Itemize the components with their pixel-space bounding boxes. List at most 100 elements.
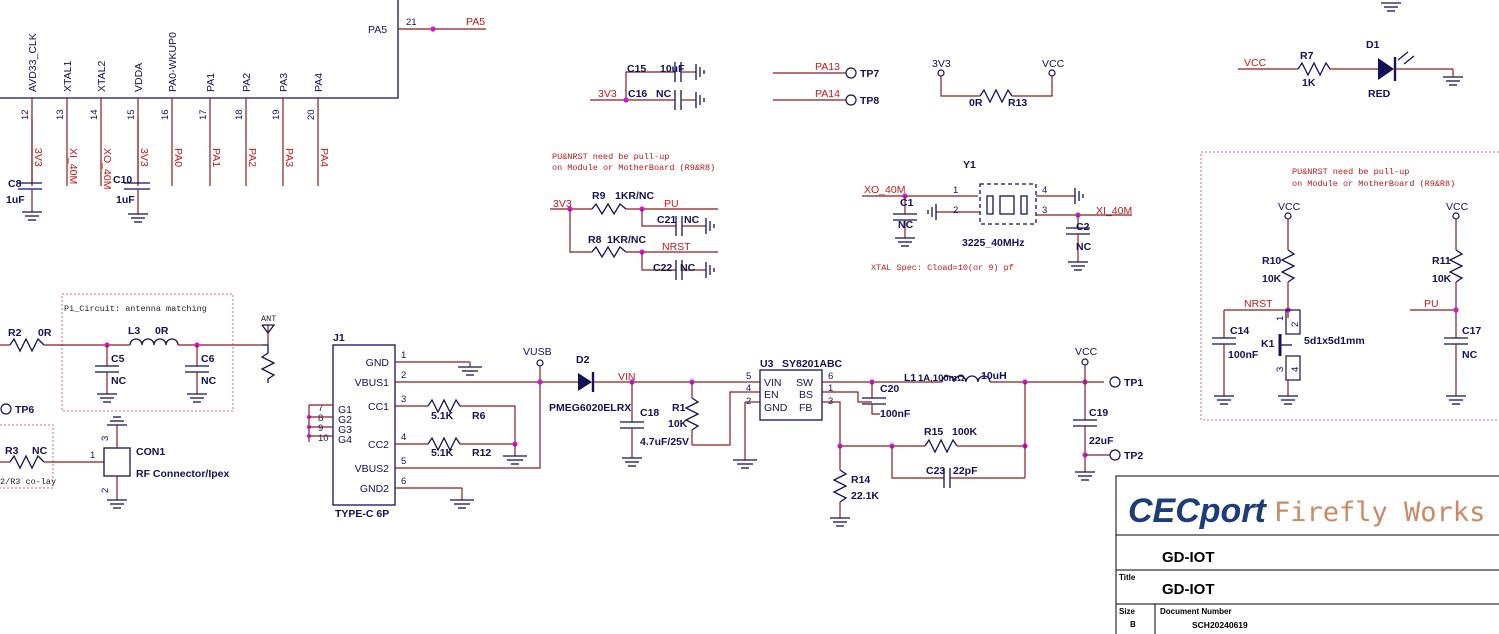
r10-ref: R10 [1262,255,1281,267]
c1-value: NC [898,219,914,231]
usb-shield-pin-name: G2 [338,414,352,426]
c22-ref: C22 [653,262,672,274]
con1-pin2: 2 [100,488,111,493]
c10-ref: C10 [113,174,132,186]
mcu-pin-number: 19 [271,109,282,120]
r10-value: 10K [1262,273,1282,285]
l1-value: 10uH [981,370,1007,382]
ant-label: ANT [261,314,276,324]
c8-value: 1uF [6,194,25,206]
tp7-pad[interactable] [845,67,857,79]
rf-section: Pi_Circuit: antenna matching ANT R2 0R L… [0,293,276,509]
u3-pin4: 4 [746,383,751,394]
c1-ref: C1 [900,197,914,209]
usb-pin-name: VBUS2 [355,463,390,475]
r3-value: NC [32,445,48,457]
mcu-pin-net: PA0 [172,148,184,167]
pa5-net-label: PA5 [466,16,485,28]
y1-ref: Y1 [963,159,976,171]
logo-cecport: CECport [1128,492,1268,530]
mcu-pin-number: 12 [20,109,31,120]
r14-ref: R14 [851,474,870,486]
c18-value: 4.7uF/25V [640,436,689,448]
tp1-pad[interactable] [1109,376,1121,388]
r9-value: 1KR/NC [615,190,655,202]
usb-pin-name: CC2 [368,439,389,451]
r12-ref: R12 [472,447,491,459]
r11-value: 10K [1432,273,1452,285]
mcu-pin-net: XO_40M [101,148,113,189]
usb-shield-pin-number: 7 [318,403,323,414]
usb-pin-number: 6 [401,476,406,487]
logo-firefly: Firefly Works [1274,497,1485,528]
tp8-pad[interactable] [845,94,857,106]
usb-pin-number: 2 [401,370,406,381]
c5-value: NC [111,375,127,387]
r14-value: 22.1K [851,490,879,502]
title-label: Title [1119,573,1136,582]
tp6-label: TP6 [15,404,34,416]
r7-ref: R7 [1300,50,1314,62]
u3-vin-pin: VIN [764,377,782,389]
u3-en-pin: EN [764,389,779,401]
y1-pin2: 2 [953,205,958,216]
r7-value: 1K [1302,77,1316,89]
u3-gnd-pin: GND [764,402,788,414]
k1-value: 5d1x5d1mm [1304,335,1365,347]
d1-value: RED [1368,88,1391,100]
mcu-pin-number: 14 [89,109,100,120]
u3-pin6: 6 [828,371,833,382]
right-pu-net: PU [1424,298,1439,310]
vusb-label: VUSB [523,346,552,358]
d1-ref: D1 [1366,39,1380,51]
c16-value: NC [656,88,672,100]
r3-ref: R3 [5,445,19,457]
usb-pin-number: 1 [401,350,406,361]
usb-pin-number: 4 [401,432,406,443]
usb-pin-number: 3 [401,394,406,405]
con1-pin3: 3 [100,436,111,441]
j1-value: TYPE-C 6P [335,508,389,520]
u3-sw-pin: SW [796,377,813,389]
con1-value: RF Connector/Ipex [136,468,230,480]
tp6-pad[interactable] [0,403,12,415]
usb-pin-name: GND2 [360,483,389,495]
l3-ref: L3 [128,325,140,337]
c2-value: NC [1076,241,1092,253]
mcu-pin-name: PA2 [241,73,253,92]
c10-value: 1uF [116,194,135,206]
pi-circuit-title: Pi_Circuit: antenna matching [64,304,207,314]
vcc-out-label: VCC [1075,346,1098,358]
y1-pin1: 1 [953,185,958,196]
mcu-pin-name: AVD33_CLK [27,33,39,92]
c23-value: 22pF [953,465,978,477]
tp2-pad[interactable] [1109,449,1121,461]
reset-note-line2: on Module or MotherBoard (R9&R8) [552,163,715,173]
mcu-pin-number: 18 [234,109,245,120]
mcu-pin-name: PA1 [205,73,217,92]
r1-ref: R1 [672,402,686,414]
c19-value: 22uF [1089,435,1114,447]
r1-value: 10K [668,418,688,430]
c17-ref: C17 [1462,325,1481,337]
l3-value: 0R [155,325,169,337]
r13-left-net: 3V3 [932,58,951,70]
mcu-pin-number: 16 [160,109,171,120]
c6-ref: C6 [201,353,215,365]
k1-ref: K1 [1261,338,1275,350]
r9-ref: R9 [592,190,606,202]
c23-ref: C23 [926,465,945,477]
project-name: GD-IOT [1162,549,1215,566]
usb-pin-name: GND [366,357,390,369]
r11-vcc-label: VCC [1446,201,1469,213]
usb-pin-name: CC1 [368,401,389,413]
c19-ref: C19 [1089,407,1108,419]
tp2-label: TP2 [1124,450,1143,462]
title-block: CECport Firefly Works GD-IOT Title GD-IO… [1115,475,1499,634]
right-note-line1: PU&NRST need be pull-up [1292,167,1409,177]
k1-pin4: 4 [1290,367,1301,372]
r8-value: 1KR/NC [607,234,647,246]
r6-ref: R6 [472,410,486,422]
c14-ref: C14 [1230,325,1249,337]
